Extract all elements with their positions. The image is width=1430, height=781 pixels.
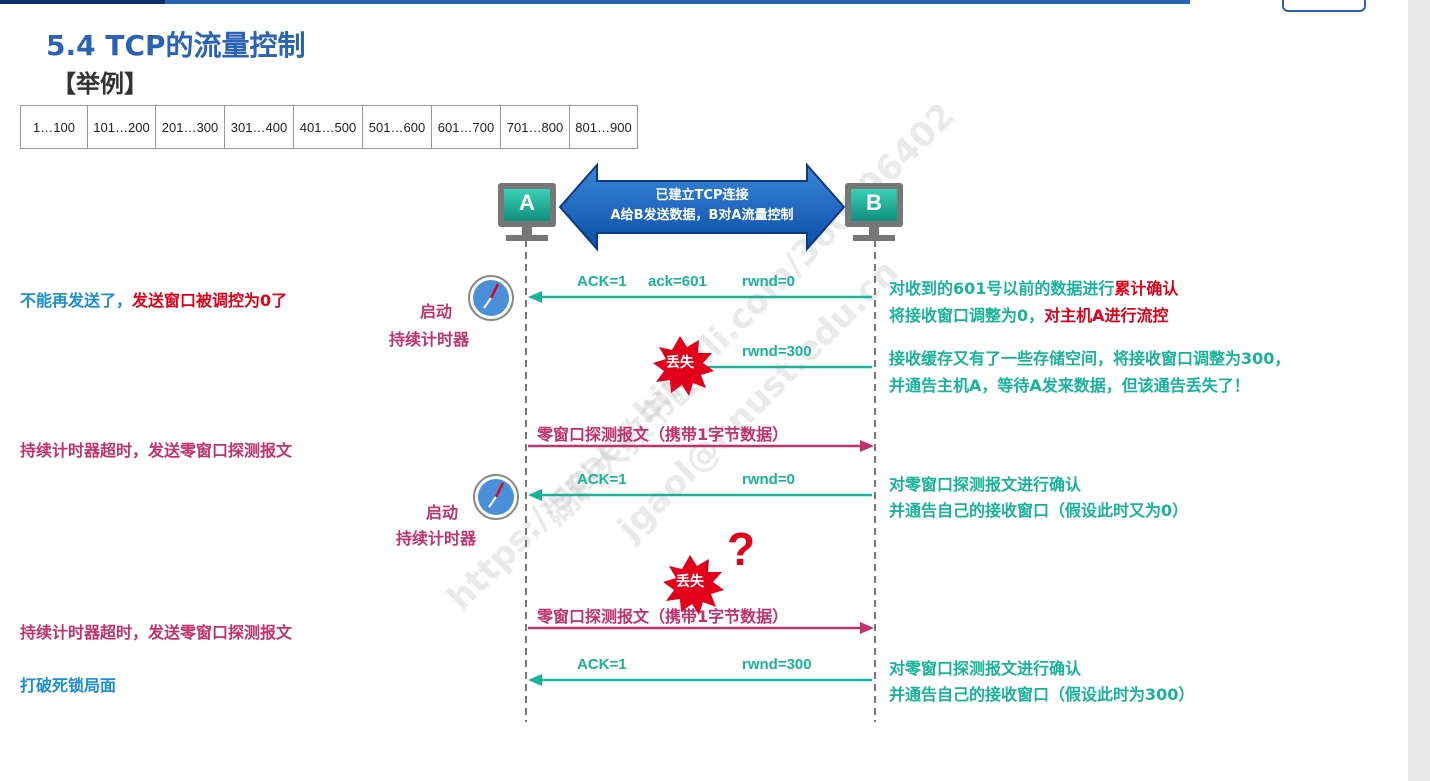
left-note-1: 不能再发送了，发送窗口被调控为0了	[20, 287, 287, 311]
lost-burst-icon	[663, 555, 724, 615]
byte-segment: 1…100	[21, 106, 88, 148]
byte-segment: 301…400	[225, 106, 294, 148]
byte-segment: 501…600	[363, 106, 432, 148]
connection-line1: 已建立TCP连接	[655, 188, 749, 203]
connection-line2: A给B发送数据，B对A流量控制	[610, 208, 794, 223]
msg4-rwnd: rwnd=0	[742, 471, 795, 488]
left-note-2: 持续计时器超时，发送零窗口探测报文	[20, 441, 293, 460]
byte-segment: 101…200	[88, 106, 156, 148]
left-note-1a: 不能再发送了，	[20, 291, 133, 310]
host-b-label: B	[866, 190, 882, 215]
msg7-ack: ACK=1	[577, 656, 627, 673]
byte-segment: 801…900	[575, 120, 632, 135]
timer-start-label: 启动	[426, 503, 459, 522]
msg6-text: 零窗口探测报文（携带1字节数据）	[537, 607, 789, 626]
msg4-ack: ACK=1	[577, 471, 627, 488]
msg7-rwnd: rwnd=300	[742, 656, 812, 673]
page-title: 5.4 TCP的流量控制	[46, 29, 306, 62]
msg4-arrowhead	[528, 489, 542, 501]
byte-segment: 701…800	[501, 106, 570, 148]
msg2-rwnd: rwnd=300	[742, 343, 812, 360]
right-note-1a: 对收到的601号以前的数据进行	[889, 279, 1115, 298]
chapter-tab	[1282, 0, 1366, 12]
host-a-icon	[498, 183, 556, 241]
left-note-4: 打破死锁局面	[20, 676, 117, 695]
right-note-8: 并通告自己的接收窗口（假设此时为300）	[889, 685, 1195, 704]
msg3-text: 零窗口探测报文（携带1字节数据）	[537, 425, 789, 444]
byte-segment-strip: 1…100 101…200 201…300 301…400 401…500 50…	[20, 105, 638, 149]
right-note-2b: 对主机A进行流控	[1044, 306, 1169, 325]
msg1-ack: ACK=1	[577, 273, 627, 290]
right-note-2a: 将接收窗口调整为0，	[889, 306, 1045, 325]
lost-burst-icon	[653, 336, 714, 396]
msg3-arrowhead	[860, 440, 874, 452]
byte-segment: 401…500	[294, 106, 363, 148]
timer-name-label: 持续计时器	[396, 529, 477, 548]
right-note-3: 接收缓存又有了一些存储空间，将接收窗口调整为300，	[889, 349, 1291, 368]
timer-start-label: 启动	[420, 302, 453, 321]
right-note-5: 对零窗口探测报文进行确认	[889, 475, 1082, 494]
right-note-4: 并通告主机A，等待A发来数据，但该通告丢失了！	[889, 376, 1250, 395]
right-note-2: 将接收窗口调整为0，对主机A进行流控	[889, 302, 1169, 326]
host-b-icon	[845, 183, 903, 241]
timer-clock-icon	[468, 275, 514, 321]
lost-label: 丢失	[676, 574, 704, 590]
right-note-1: 对收到的601号以前的数据进行累计确认	[889, 275, 1178, 299]
right-note-6: 并通告自己的接收窗口（假设此时又为0）	[889, 501, 1189, 520]
host-a-label: A	[519, 190, 535, 215]
timer-clock-icon	[473, 474, 519, 520]
left-note-3: 持续计时器超时，发送零窗口探测报文	[20, 623, 293, 642]
lost-label: 丢失	[666, 355, 694, 371]
timer-name-label: 持续计时器	[389, 330, 470, 349]
left-note-1b: 发送窗口被调控为0了	[132, 291, 288, 310]
right-note-1b: 累计确认	[1114, 279, 1179, 298]
page-subtitle: 【举例】	[52, 70, 148, 98]
top-accent-bar-dark	[0, 0, 165, 4]
top-accent-bar	[0, 0, 1190, 4]
question-mark: ?	[727, 523, 756, 575]
right-note-7: 对零窗口探测报文进行确认	[889, 659, 1082, 678]
msg7-arrowhead	[528, 674, 542, 686]
window-scroll-gutter	[1408, 0, 1430, 781]
msg6-arrowhead	[860, 622, 874, 634]
byte-segment: 601…700	[432, 106, 501, 148]
connection-double-arrow	[558, 162, 846, 252]
byte-segment: 201…300	[156, 106, 225, 148]
msg1-rwnd: rwnd=0	[742, 273, 795, 290]
msg1-arrowhead	[528, 291, 542, 303]
connection-label: 已建立TCP连接 A给B发送数据，B对A流量控制	[597, 186, 807, 226]
msg1-acknum: ack=601	[648, 273, 707, 290]
